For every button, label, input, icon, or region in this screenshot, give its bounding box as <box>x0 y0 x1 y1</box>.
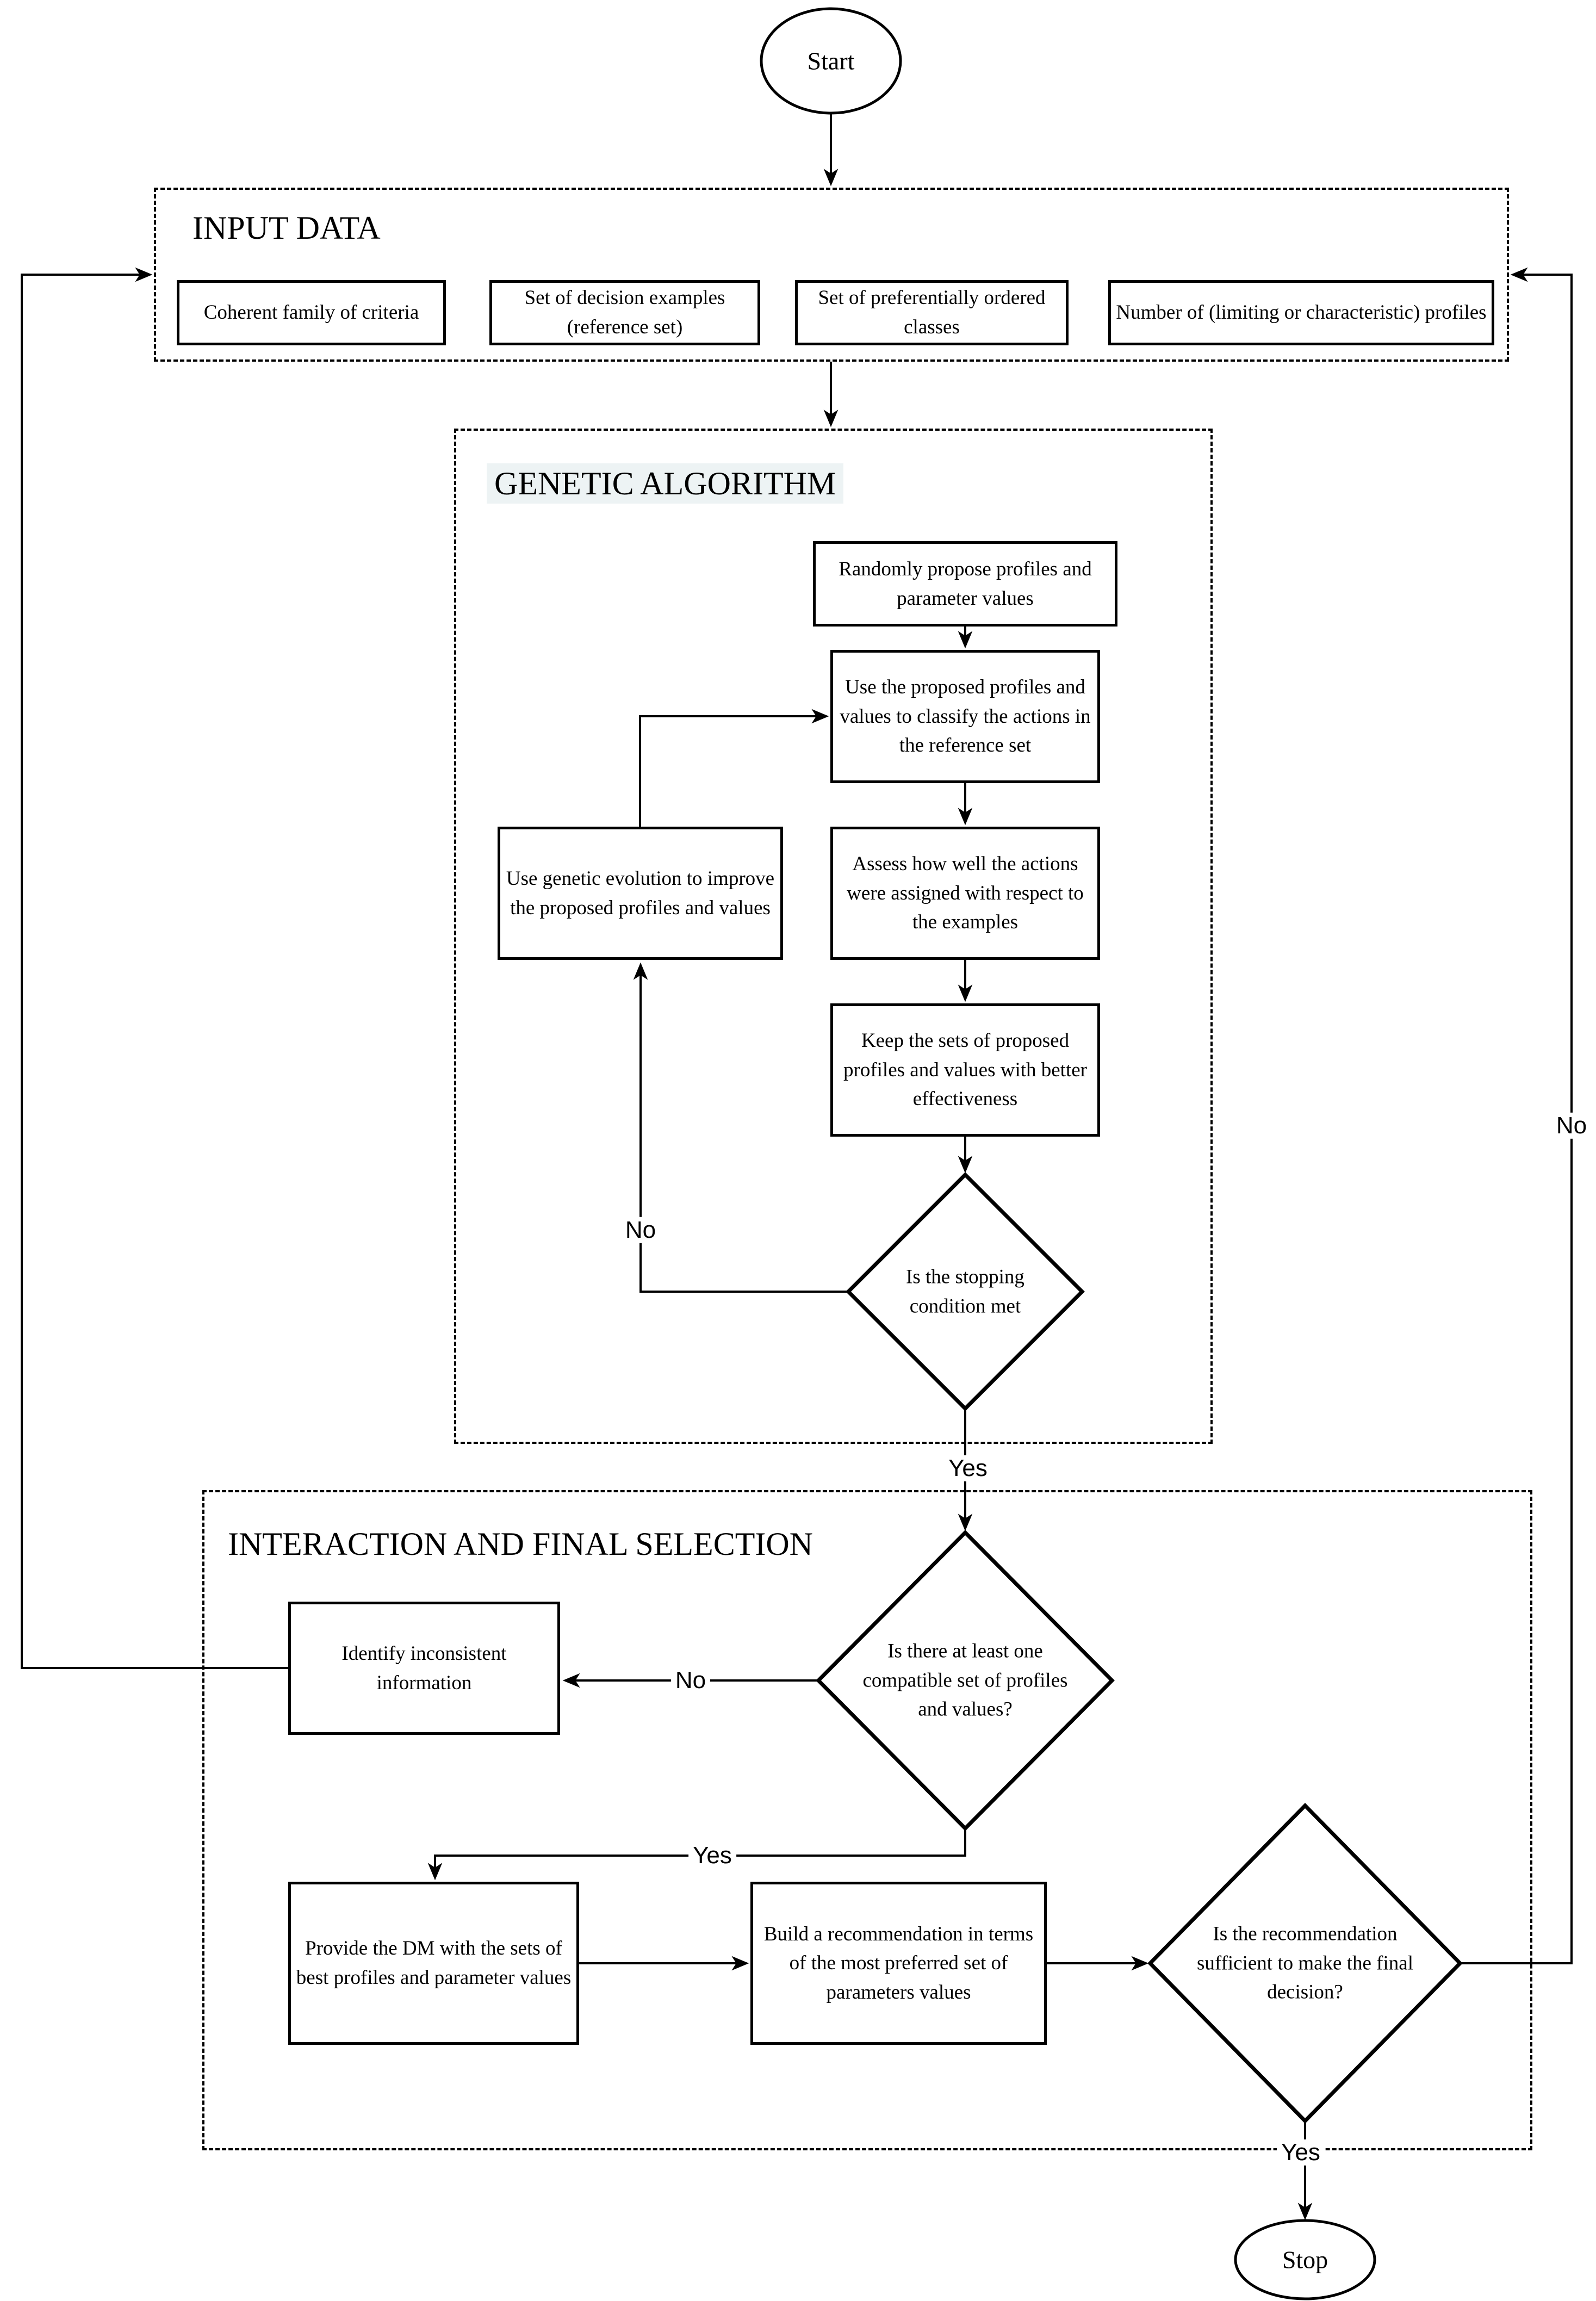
interaction-title: INTERACTION AND FINAL SELECTION <box>228 1526 813 1562</box>
process-box-label: Use the proposed profiles and values to … <box>840 676 1091 757</box>
interaction-section <box>202 1490 1532 2150</box>
edge-label-yes-sufficient: Yes <box>1277 2139 1325 2166</box>
edge-label-no-stopping: No <box>620 1217 661 1244</box>
input-box-label: Set of decision examples (reference set) <box>524 287 725 338</box>
start-terminal-label: Start <box>807 47 855 75</box>
process-box-build-recommendation: Build a recommendation in terms of the m… <box>750 1882 1047 2045</box>
stop-terminal-shape <box>1234 2219 1376 2300</box>
input-data-title: INPUT DATA <box>192 210 381 246</box>
input-box-label: Number of (limiting or characteristic) p… <box>1116 301 1487 324</box>
input-box-decision-examples: Set of decision examples (reference set) <box>489 280 760 345</box>
process-box-label: Use genetic evolution to improve the pro… <box>506 867 775 919</box>
process-box-label: Build a recommendation in terms of the m… <box>763 1922 1034 2004</box>
process-box-randomly-propose: Randomly propose profiles and parameter … <box>813 541 1117 627</box>
terminal-shapes <box>760 7 1376 2300</box>
input-box-number-profiles: Number of (limiting or characteristic) p… <box>1108 280 1494 345</box>
process-box-identify-inconsistent: Identify inconsistent information <box>288 1602 560 1735</box>
input-box-label: Coherent family of criteria <box>203 301 419 324</box>
flow-identify-to-input <box>21 267 288 1669</box>
decision-compatible-text: Is there at least one compatible set of … <box>862 1640 1068 1721</box>
edge-label-yes-compatible: Yes <box>688 1842 736 1869</box>
process-box-label: Assess how well the actions were assigne… <box>847 853 1084 934</box>
process-box-provide-dm: Provide the DM with the sets of best pro… <box>288 1882 579 2045</box>
process-box-classify: Use the proposed profiles and values to … <box>830 650 1100 783</box>
input-box-label: Set of preferentially ordered classes <box>818 287 1046 338</box>
input-box-ordered-classes: Set of preferentially ordered classes <box>795 280 1069 345</box>
genetic-algorithm-title: GENETIC ALGORITHM <box>487 463 844 504</box>
start-terminal-shape <box>760 7 902 115</box>
flow-stopping-no-to-evolve <box>633 962 848 1293</box>
flow-evolve-to-classify <box>639 709 829 827</box>
decision-compatible-shape <box>816 1530 1115 1831</box>
process-box-label: Provide the DM with the sets of best pro… <box>296 1937 572 1989</box>
process-box-label: Keep the sets of proposed profiles and v… <box>843 1029 1087 1111</box>
decision-sufficient-shape <box>1147 1803 1463 2124</box>
stop-terminal-label: Stop <box>1282 2246 1328 2274</box>
decision-sufficient-text: Is the recommendation sufficient to make… <box>1197 1922 1413 2004</box>
input-data-section <box>154 188 1509 362</box>
process-box-keep-sets: Keep the sets of proposed profiles and v… <box>830 1003 1100 1137</box>
decision-stopping-text: Is the stopping condition met <box>906 1266 1024 1317</box>
decision-stopping-shape <box>846 1172 1085 1411</box>
process-box-label: Randomly propose profiles and parameter … <box>839 557 1092 610</box>
genetic-algorithm-section <box>454 429 1213 1444</box>
decision-shapes <box>816 1172 1463 2124</box>
edge-label-no-sufficient: No <box>1551 1112 1592 1139</box>
edge-label-yes-stopping: Yes <box>944 1455 992 1482</box>
edge-label-no-compatible: No <box>670 1667 711 1694</box>
input-box-coherent-criteria: Coherent family of criteria <box>177 280 446 345</box>
process-box-assess: Assess how well the actions were assigne… <box>830 827 1100 960</box>
process-box-genetic-evolution: Use genetic evolution to improve the pro… <box>498 827 783 960</box>
process-box-label: Identify inconsistent information <box>341 1642 507 1694</box>
